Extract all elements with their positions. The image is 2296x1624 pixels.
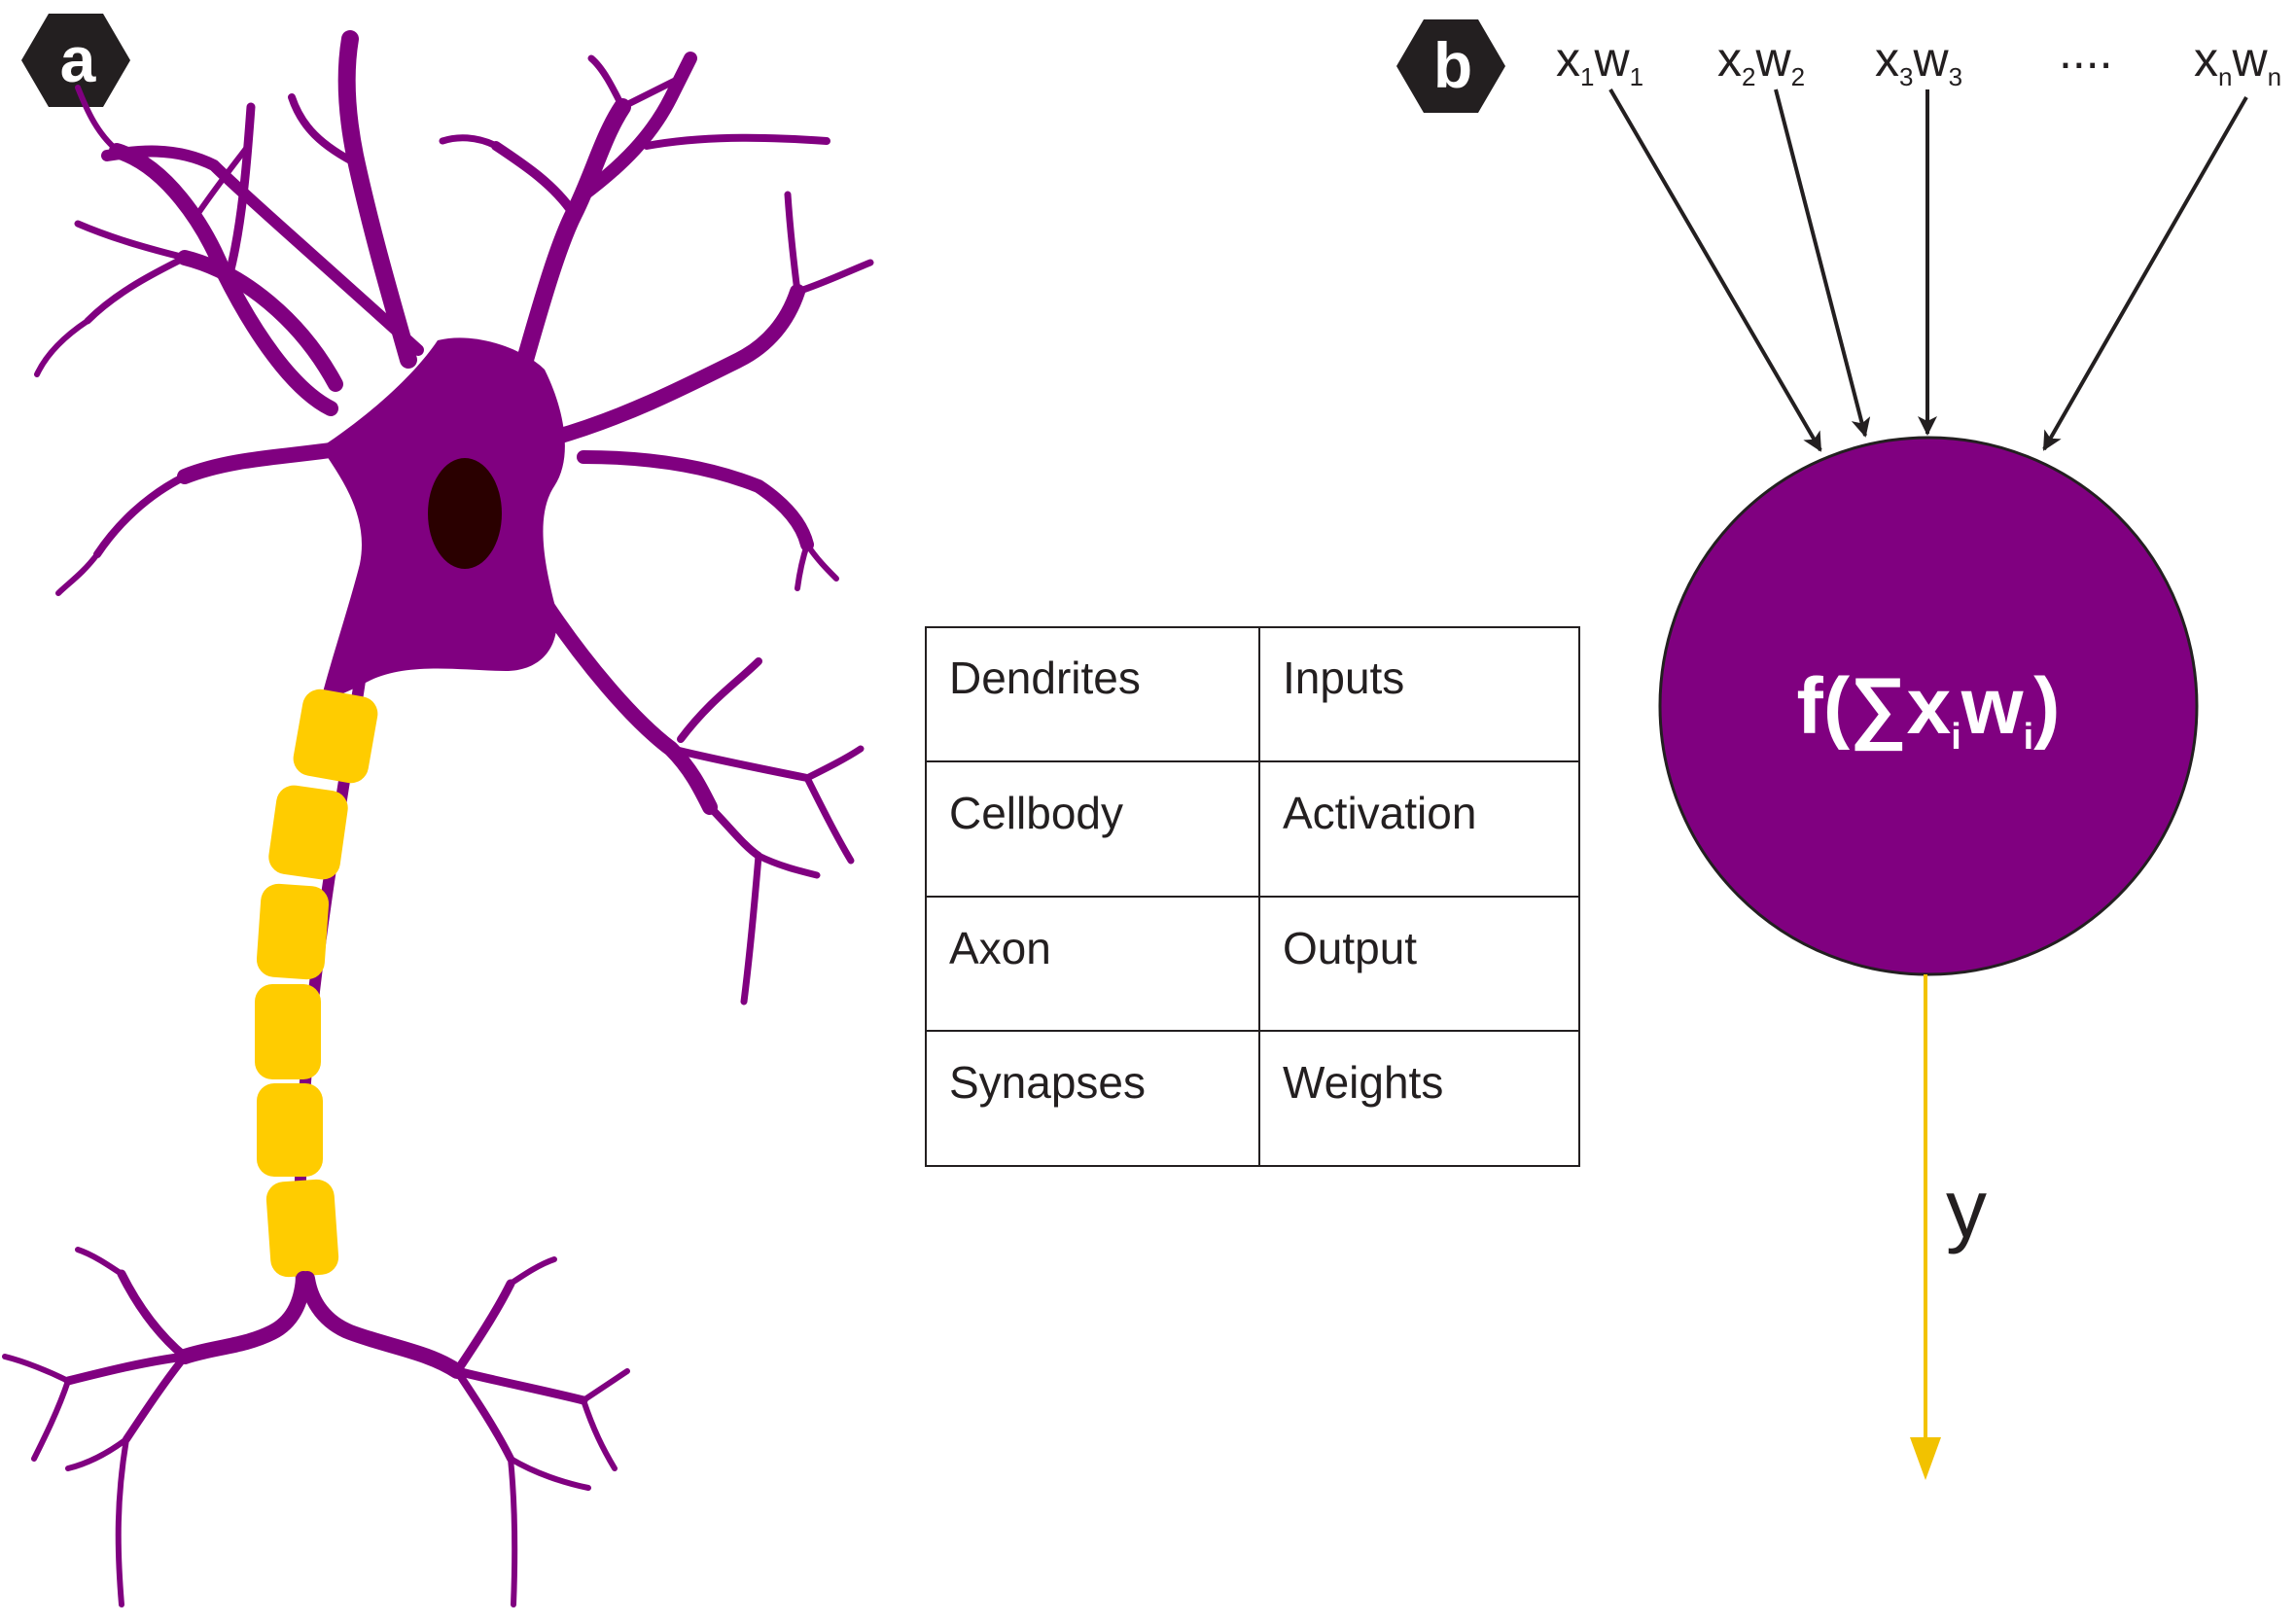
activation-formula: f(∑xiwi) bbox=[1797, 662, 2061, 758]
myelin-segment bbox=[268, 785, 348, 880]
input-label: xnwn bbox=[2194, 32, 2281, 91]
output-arrow bbox=[1910, 974, 1941, 1480]
table-cell-biological: Dendrites bbox=[949, 653, 1141, 703]
myelin-segment bbox=[255, 984, 321, 1079]
myelin-segment bbox=[256, 883, 330, 980]
input-label: x2w2 bbox=[1717, 32, 1805, 91]
myelin-segment bbox=[293, 688, 378, 784]
table-cell-artificial: Inputs bbox=[1283, 653, 1404, 703]
input-arrow bbox=[1774, 88, 1871, 438]
table-cell-biological: Synapses bbox=[949, 1057, 1146, 1108]
panel-b-label: b bbox=[1433, 29, 1472, 101]
artificial-neuron bbox=[1658, 436, 2199, 976]
myelin-segment bbox=[257, 1083, 323, 1177]
input-arrow bbox=[1608, 88, 1822, 452]
table-cell-biological: Cellbody bbox=[949, 788, 1123, 838]
panel-a-badge: a bbox=[21, 14, 130, 107]
input-label: x1w1 bbox=[1556, 32, 1643, 91]
table-cell-artificial: Output bbox=[1283, 923, 1417, 973]
analogy-table: Dendrites Inputs Cellbody Activation Axo… bbox=[925, 626, 1580, 1167]
table-cell-artificial: Weights bbox=[1283, 1057, 1443, 1108]
nucleus bbox=[428, 458, 502, 569]
biological-neuron bbox=[2, 30, 874, 1607]
input-arrows bbox=[1608, 88, 2248, 452]
table-cell-artificial: Activation bbox=[1283, 788, 1476, 838]
hexagon-badge-b bbox=[1396, 19, 1505, 113]
myelin-segment bbox=[265, 1179, 339, 1278]
input-label: x3w3 bbox=[1875, 32, 1962, 91]
input-labels: x1w1 x2w2 x3w3 .... xnwn bbox=[1556, 24, 2281, 91]
hexagon-badge-a bbox=[21, 14, 130, 107]
dendrites bbox=[34, 30, 874, 1006]
output-arrow-head bbox=[1910, 1437, 1941, 1480]
table-cell-biological: Axon bbox=[949, 923, 1051, 973]
panel-a-label: a bbox=[60, 23, 97, 95]
axon-terminals bbox=[2, 1247, 630, 1607]
input-arrow bbox=[2042, 96, 2248, 451]
output-label: y bbox=[1946, 1163, 1987, 1254]
input-ellipsis: .... bbox=[2059, 24, 2113, 79]
panel-b-badge: b bbox=[1396, 19, 1505, 113]
myelin-sheath bbox=[255, 688, 378, 1278]
